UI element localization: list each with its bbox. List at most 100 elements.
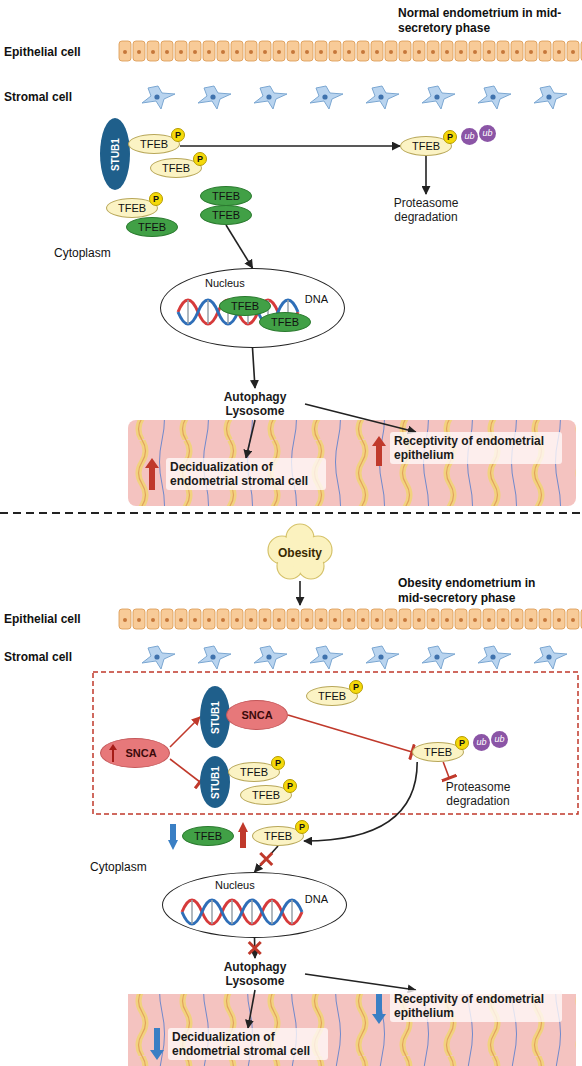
dna-strand — [182, 900, 302, 924]
arrow-connector — [305, 974, 416, 990]
node-label: Proteasome degradation — [394, 196, 459, 224]
region-label: Epithelial cell — [4, 45, 81, 60]
nucleus: NucleusDNA TFEB TFEB — [160, 268, 345, 348]
tfeb-protein: TFEB — [126, 217, 178, 237]
node-label: TFEB — [194, 830, 222, 842]
node-label: DNA — [305, 893, 328, 905]
node-label: Proteasome degradation — [446, 780, 511, 808]
tfeb-protein: TFEB — [200, 205, 252, 225]
process-text-box: Autophagy Lysosome — [205, 958, 305, 990]
arrow-connector — [248, 990, 255, 1028]
phospho-tfeb: TFEBPubub — [412, 742, 464, 762]
phospho-badge: P — [171, 128, 185, 142]
phospho-tfeb: TFEBP — [252, 826, 304, 846]
node-label: TFEB — [271, 316, 299, 328]
ubiquitin-badge: ub — [473, 734, 490, 751]
node-label: Obesity — [278, 546, 322, 560]
decrease-arrow — [168, 824, 178, 850]
region-label: Epithelial cell — [4, 612, 81, 627]
node-label: Nucleus — [205, 277, 245, 289]
obesity-arrow — [299, 581, 301, 605]
phospho-tfeb: TFEBP — [306, 686, 358, 706]
phospho-badge: P — [149, 192, 163, 206]
process-text-box: Decidualization of endometrial stromal c… — [168, 1028, 328, 1060]
process-text-box: Receptivity of endometrial epithelium — [390, 990, 562, 1022]
region-label: Stromal cell — [4, 90, 72, 105]
block-mark — [249, 942, 261, 954]
decrease-arrow — [372, 994, 386, 1024]
tfeb-protein: TFEB — [200, 186, 252, 206]
stromal-layer — [130, 640, 582, 674]
process-text-box: Proteasome degradation — [378, 194, 474, 226]
node-label: STUB1 — [210, 701, 221, 734]
phospho-tfeb: TFEBP — [128, 134, 180, 154]
node-label: TFEB — [412, 140, 440, 152]
node-label: TFEB — [138, 221, 166, 233]
arrow-connector — [253, 348, 256, 388]
stub1-protein: STUB1 — [200, 756, 230, 808]
node-label: Autophagy Lysosome — [224, 960, 287, 988]
process-text-box: Proteasome degradation — [430, 778, 526, 810]
node-label: TFEB — [252, 789, 280, 801]
tfeb-protein: TFEB — [219, 296, 271, 316]
node-label: STUB1 — [110, 138, 121, 171]
node-label: DNA — [305, 293, 328, 305]
panel-divider — [0, 512, 582, 514]
phospho-tfeb: TFEBP — [240, 785, 292, 805]
process-text-box: Decidualization of endometrial stromal c… — [166, 458, 326, 490]
snca-protein: SNCA — [226, 700, 288, 730]
node-label: TFEB — [118, 202, 146, 214]
dna-strand — [182, 900, 302, 924]
node-label: TFEB — [231, 300, 259, 312]
phospho-badge: P — [193, 152, 207, 166]
node-label: TFEB — [318, 690, 346, 702]
phospho-badge: P — [271, 756, 285, 770]
node-label: STUB1 — [210, 766, 221, 799]
decrease-arrow — [150, 1028, 164, 1060]
obesity-blob — [268, 524, 332, 579]
increase-arrow — [109, 744, 117, 762]
panel-title: Normal endometrium in mid-secretory phas… — [398, 6, 563, 36]
node-label: Decidualization of endometrial stromal c… — [170, 460, 308, 488]
arrow-connector — [305, 404, 416, 432]
mechanism-box — [93, 672, 578, 814]
block-mark — [260, 853, 272, 865]
increase-arrow — [145, 458, 159, 490]
ubiquitin-badge: ub — [461, 128, 478, 145]
phospho-tfeb: TFEBP — [228, 762, 280, 782]
phospho-tfeb: TFEBP — [150, 158, 202, 178]
node-label: Decidualization of endometrial stromal c… — [172, 1030, 310, 1058]
node-label: TFEB — [240, 766, 268, 778]
region-label: Cytoplasm — [90, 860, 147, 875]
node-label: SNCA — [241, 709, 272, 721]
phospho-badge: P — [455, 736, 469, 750]
endometrium-tissue — [128, 420, 576, 506]
tfeb-protein: TFEB — [182, 826, 234, 846]
process-text-box: Receptivity of endometrial epithelium — [390, 432, 562, 464]
ubiquitin-badge: ub — [491, 731, 508, 748]
region-label: Stromal cell — [4, 650, 72, 665]
node-label: SNCA — [125, 747, 156, 759]
stub1-protein: STUB1 — [100, 118, 130, 190]
inhibition-connector — [170, 759, 200, 782]
node-label: TFEB — [140, 138, 168, 150]
increase-arrow-shape — [109, 744, 117, 762]
arrow-connector — [226, 225, 253, 268]
node-label: TFEB — [212, 209, 240, 221]
obesity-cluster: Obesity — [262, 545, 338, 561]
nucleus: NucleusDNA — [162, 872, 347, 938]
tfeb-protein: TFEB — [259, 312, 311, 332]
arrow-connector — [304, 762, 417, 841]
region-label: Cytoplasm — [54, 246, 111, 261]
node-label: Nucleus — [215, 879, 255, 891]
node-label: TFEB — [424, 746, 452, 758]
dna-rungs — [192, 900, 292, 924]
epithelial-layer — [118, 608, 582, 630]
inhibition-connector — [443, 762, 449, 778]
arrow-connector — [180, 145, 400, 147]
phospho-badge: P — [283, 779, 297, 793]
phospho-badge: P — [443, 130, 457, 144]
panel-title: Obesity endometrium in mid-secretory pha… — [398, 576, 563, 606]
